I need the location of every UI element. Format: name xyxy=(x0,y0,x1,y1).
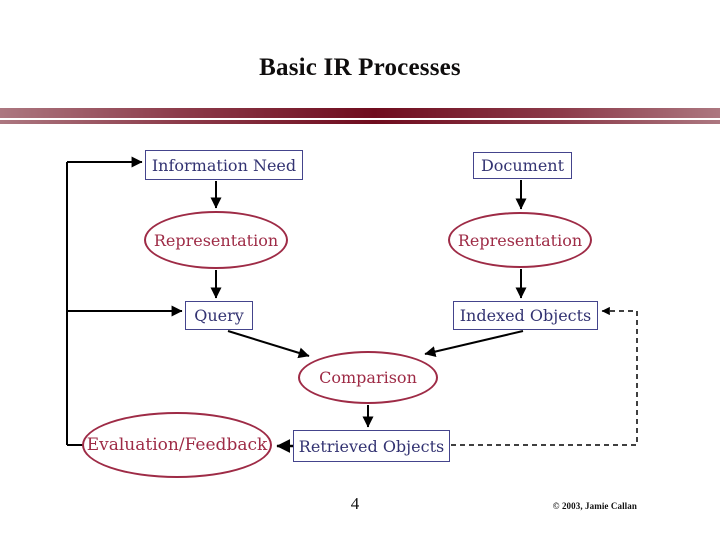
node-document-label: Document xyxy=(480,156,565,175)
title-divider-thin xyxy=(0,120,720,124)
node-indexed-objects: Indexed Objects xyxy=(453,301,598,330)
node-comparison-label: Comparison xyxy=(319,368,417,387)
copyright-text: © 2003, Jamie Callan xyxy=(552,501,637,511)
node-information-need-label: Information Need xyxy=(151,155,297,175)
node-representation-document: Representation xyxy=(448,212,592,268)
node-query-label: Query xyxy=(194,306,244,325)
node-information-need: Information Need xyxy=(145,150,303,180)
edge-retrieved-to-indexed-dashed xyxy=(451,306,638,446)
node-retrieved-objects-label: Retrieved Objects xyxy=(298,436,445,456)
node-representation-document-label: Representation xyxy=(457,230,583,250)
slide-title: Basic IR Processes xyxy=(259,54,461,81)
node-representation-query: Representation xyxy=(144,211,288,269)
node-evaluation-feedback-label: Evaluation/Feedback xyxy=(86,435,268,455)
edge-indexed-objects-to-comparison xyxy=(424,330,524,357)
node-query: Query xyxy=(185,301,253,330)
node-document: Document xyxy=(473,152,572,179)
title-divider-thick xyxy=(0,108,720,118)
page-number: 4 xyxy=(350,494,360,513)
node-evaluation-feedback: Evaluation/Feedback xyxy=(82,412,272,478)
node-comparison: Comparison xyxy=(298,351,438,404)
node-retrieved-objects: Retrieved Objects xyxy=(293,430,450,462)
edge-query-to-comparison xyxy=(227,330,310,359)
node-representation-query-label: Representation xyxy=(153,230,279,250)
node-indexed-objects-label: Indexed Objects xyxy=(459,306,592,325)
